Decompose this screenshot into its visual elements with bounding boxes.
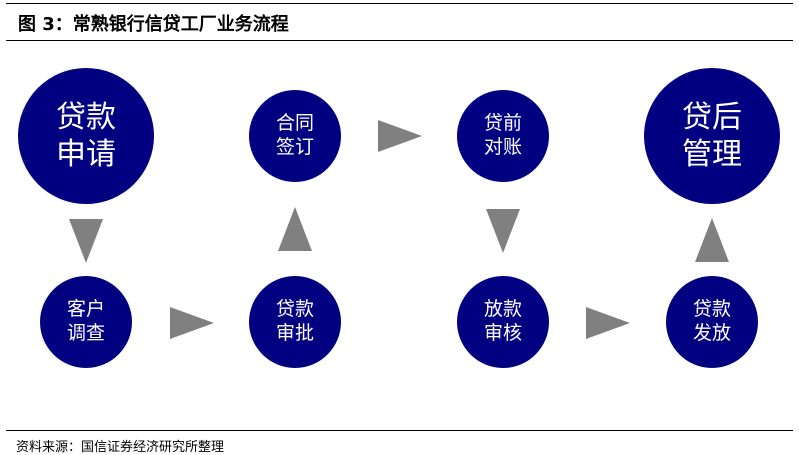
step-label: 贷前 [483,112,522,135]
arrow-up-icon [278,207,312,251]
step-pre-loan-reconciliation: 贷前对账 [457,90,549,182]
title-rule [6,40,793,41]
step-label: 贷款 [692,298,731,321]
arrow-right-icon [170,307,214,339]
step-label: 贷款 [56,99,116,135]
arrow-right-icon [586,307,630,339]
step-contract-signing: 合同签订 [249,90,341,182]
step-loan-application: 贷款申请 [18,68,154,204]
step-label: 对账 [483,136,522,158]
figure-title: 图 3：常熟银行信贷工厂业务流程 [18,14,289,35]
arrow-down-icon [69,219,103,263]
step-label: 管理 [682,137,742,172]
step-label: 合同 [275,112,314,135]
step-customer-investigation: 客户调查 [40,276,132,368]
step-label: 审批 [275,322,314,344]
step-loan-approval: 贷款审批 [249,276,341,368]
source-note: 资料来源：国信证券经济研究所整理 [16,440,225,455]
arrow-down-icon [486,209,520,253]
step-label: 贷款 [275,298,314,321]
arrow-up-icon [695,218,729,262]
step-label: 贷后 [682,99,742,135]
step-disbursement-review: 放款审核 [457,276,549,368]
arrow-right-icon [378,120,422,152]
top-rule [6,3,793,4]
step-loan-disbursement: 贷款发放 [666,276,758,368]
step-post-loan-management: 贷后管理 [644,68,780,204]
step-label: 客户 [66,298,105,321]
step-label: 审核 [483,322,522,344]
step-label: 申请 [56,137,116,172]
step-label: 发放 [692,322,731,344]
step-label: 放款 [483,298,522,321]
footer-rule [6,430,793,431]
step-label: 签订 [275,136,314,158]
step-label: 调查 [66,322,105,344]
